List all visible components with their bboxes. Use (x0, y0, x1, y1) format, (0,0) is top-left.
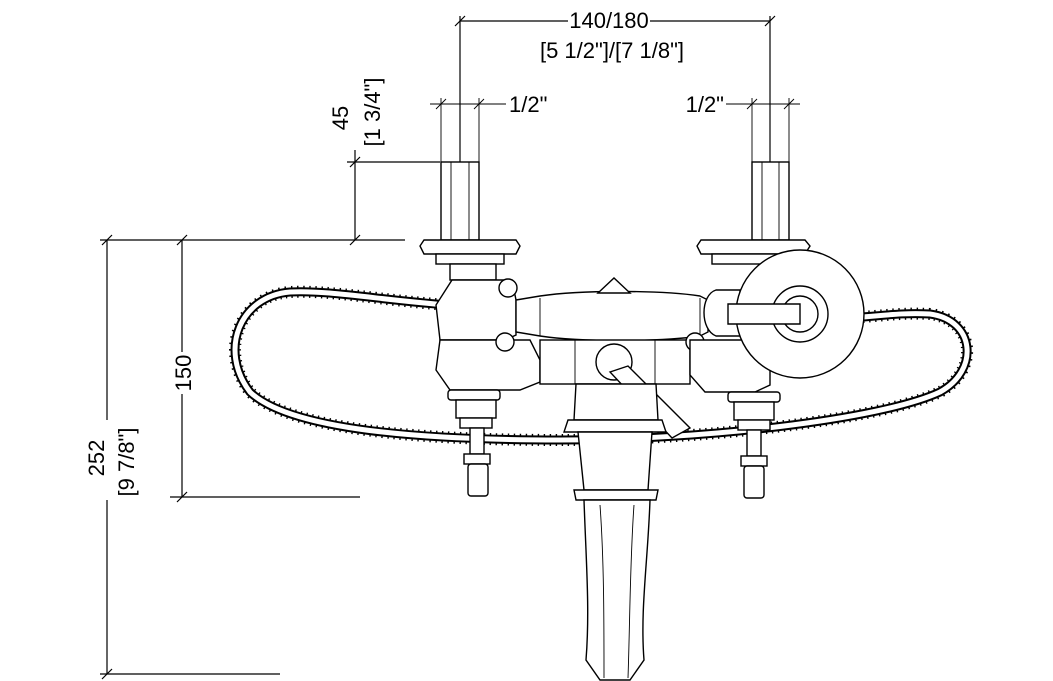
dimension-pipe-height: 45 [1 3/4"] (328, 78, 440, 246)
dim-pipe-height-inch-label: [1 3/4"] (360, 78, 385, 147)
left-lower-valve (447, 389, 501, 497)
dim-pipe-height-label: 45 (328, 106, 353, 130)
dim-total-height-label: 252 (84, 440, 109, 477)
right-lower-valve (727, 391, 781, 499)
dim-total-height-inch-label: [9 7/8"] (114, 428, 139, 497)
right-inlet-pipe (696, 161, 811, 265)
left-inlet-pipe (419, 161, 521, 281)
dimension-body-height: 150 (170, 234, 360, 503)
dim-pipe-left-label: 1/2" (509, 92, 547, 117)
dim-body-height-label: 150 (171, 355, 196, 392)
dimension-pipe-left: 1/2" (430, 92, 547, 240)
dimension-top-width: 140/180 [5 1/2"]/[7 1/8"] (454, 8, 776, 162)
shower-hose (229, 285, 973, 447)
dim-width-inch-label: [5 1/2"]/[7 1/8"] (540, 38, 684, 63)
mixer-body (435, 277, 771, 681)
dim-width-label: 140/180 (569, 8, 649, 33)
dimension-total-height: 252 [9 7/8"] (84, 234, 405, 680)
shower-holder (703, 249, 865, 379)
dim-pipe-right-label: 1/2" (686, 92, 724, 117)
